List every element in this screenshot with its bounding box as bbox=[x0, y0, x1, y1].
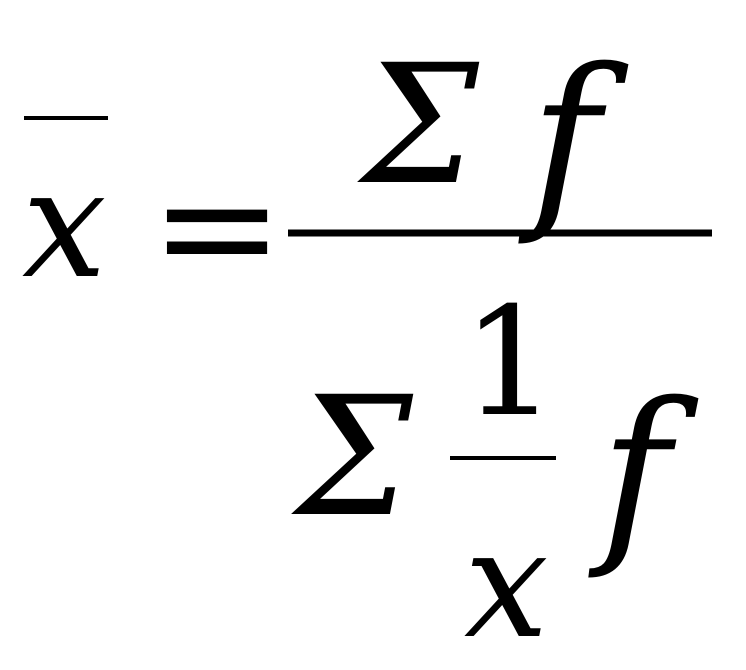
denominator-term-f: f bbox=[588, 362, 699, 583]
numerator-sum-symbol: Σ bbox=[357, 29, 480, 221]
inner-fraction-numerator-1: 1 bbox=[462, 276, 557, 450]
lhs-variable-x: x bbox=[22, 138, 107, 312]
numerator-term-f: f bbox=[518, 28, 629, 249]
denominator-sum-symbol: Σ bbox=[291, 361, 414, 553]
inner-fraction-denominator-x: x bbox=[464, 498, 549, 670]
equals-sign: = bbox=[150, 133, 284, 320]
